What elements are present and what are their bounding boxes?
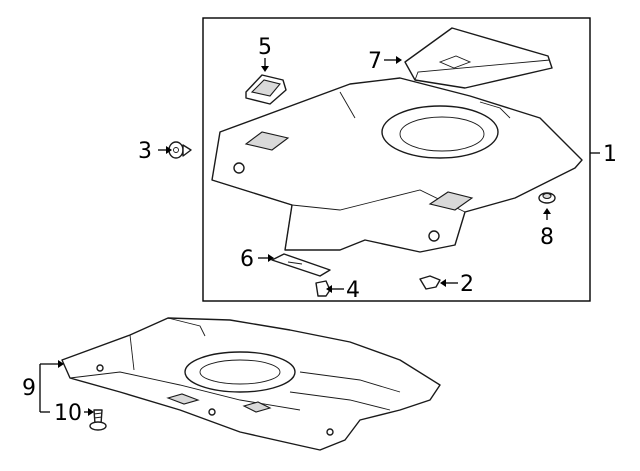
package-tray-panel	[211, 77, 583, 253]
callout-2: 2	[460, 272, 474, 297]
speaker-cover	[404, 27, 553, 89]
retainer-clip	[315, 280, 331, 297]
grommet	[538, 192, 556, 204]
callout-6: 6	[240, 247, 254, 272]
callout-8: 8	[540, 225, 554, 250]
trunk-floor-panel	[61, 317, 441, 451]
callout-1: 1	[603, 142, 617, 167]
screw	[89, 409, 107, 431]
callout-3: 3	[138, 139, 152, 164]
wing-nut	[419, 275, 441, 290]
leader-lines	[39, 56, 600, 416]
callout-7: 7	[368, 49, 382, 74]
bracket	[271, 253, 331, 277]
callout-5: 5	[258, 35, 272, 60]
push-pin-fastener	[168, 141, 192, 159]
callout-9: 9	[22, 376, 36, 401]
callout-4: 4	[346, 278, 360, 303]
assembly-frame	[202, 17, 591, 302]
switch-bezel	[245, 74, 287, 105]
callout-10: 10	[54, 401, 82, 426]
